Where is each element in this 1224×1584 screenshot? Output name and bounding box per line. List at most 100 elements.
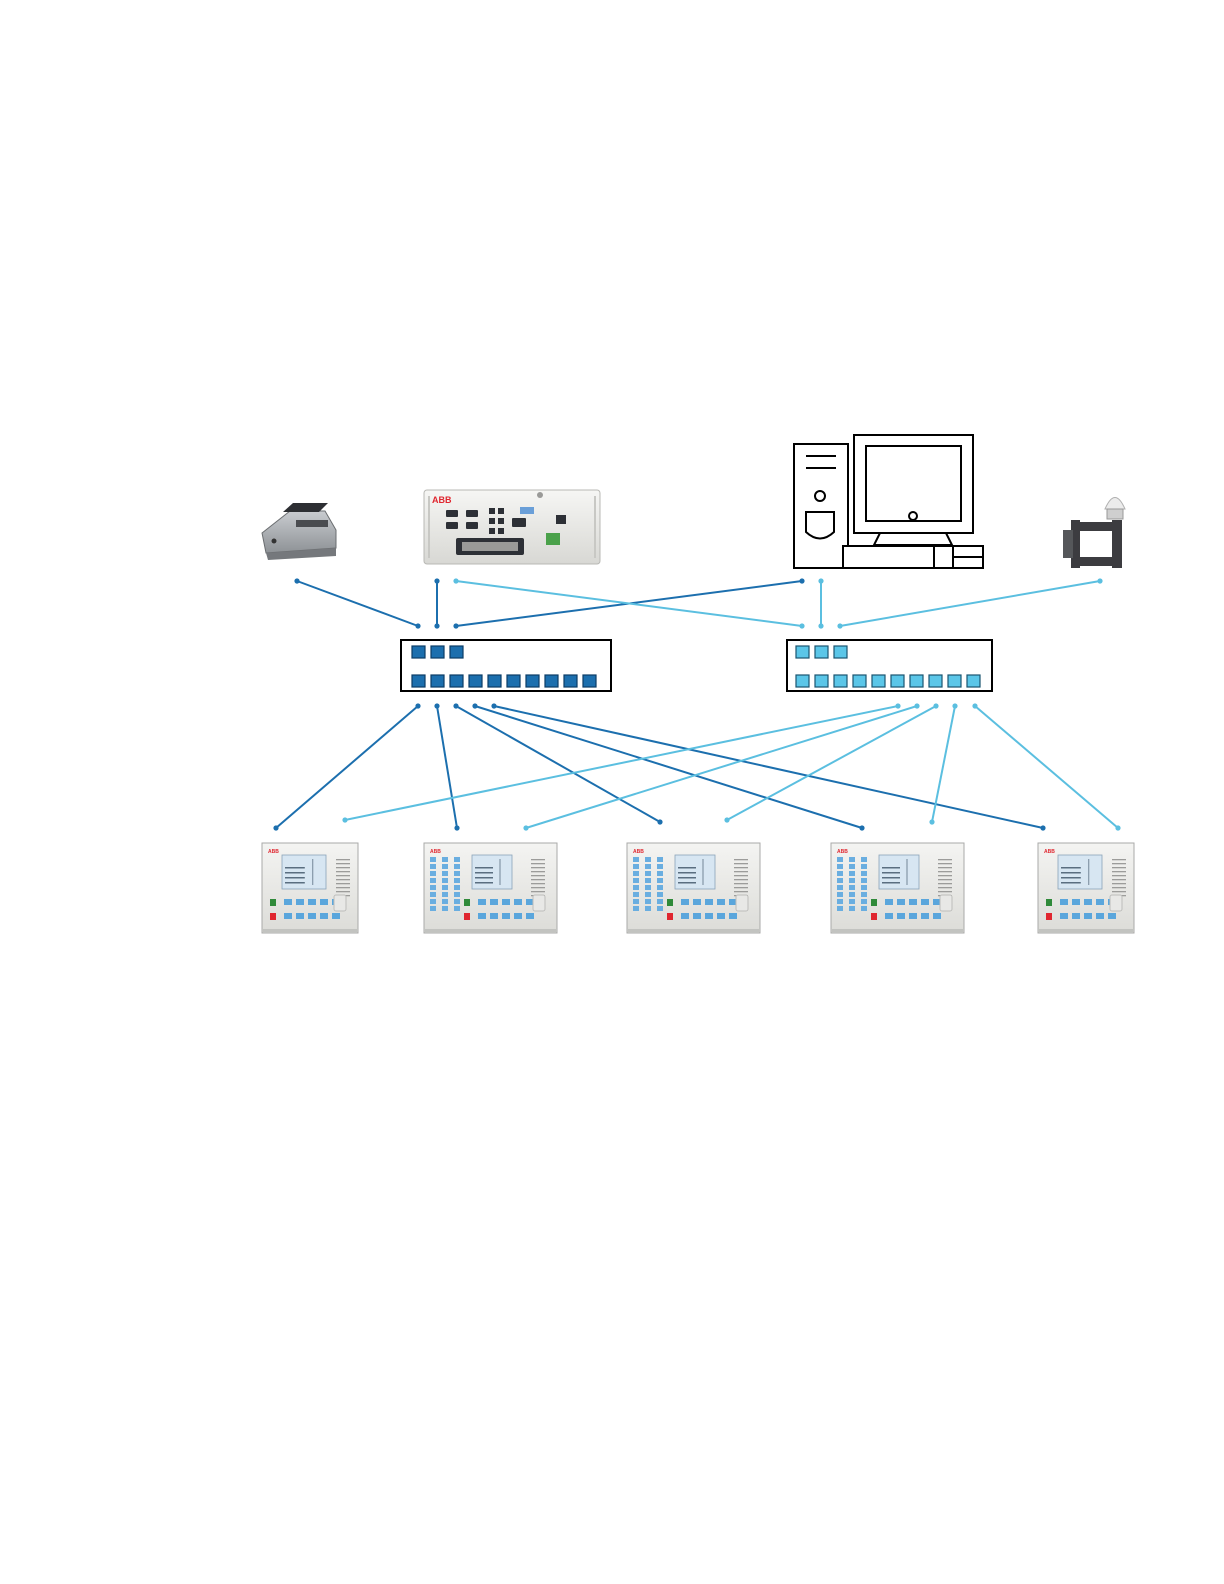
navigation-key xyxy=(308,899,316,905)
network-b-link-endpoint xyxy=(952,703,957,708)
network-a-link-endpoint xyxy=(1040,825,1045,830)
function-key xyxy=(861,906,867,911)
navigation-key xyxy=(490,913,498,919)
switch-a-downlink-port xyxy=(450,675,463,687)
switch-b-uplink-port xyxy=(796,646,809,658)
navigation-key xyxy=(705,913,713,919)
function-key xyxy=(861,899,867,904)
protection-relay-icon: ABB xyxy=(424,843,557,933)
switch-a-downlink-port xyxy=(469,675,482,687)
open-key xyxy=(1046,913,1052,920)
function-key xyxy=(633,857,639,862)
protection-relay-icon: ABB xyxy=(262,843,358,933)
protection-relay-icon: ABB xyxy=(831,843,964,933)
function-key xyxy=(849,857,855,862)
front-port xyxy=(736,895,748,911)
switch-b-downlink-port xyxy=(796,675,809,687)
switch-b-uplink-port xyxy=(815,646,828,658)
network-b-link-endpoint xyxy=(933,703,938,708)
abb-logo: ABB xyxy=(268,849,279,855)
close-key xyxy=(1046,899,1052,906)
switch-a-downlink-port xyxy=(488,675,501,687)
navigation-key xyxy=(320,913,328,919)
navigation-key xyxy=(478,899,486,905)
function-key xyxy=(633,878,639,883)
network-a-link-endpoint xyxy=(273,825,278,830)
function-key xyxy=(657,857,663,862)
network-b-link-endpoint xyxy=(972,703,977,708)
switch-b-uplink-port xyxy=(834,646,847,658)
network-b-link-endpoint xyxy=(342,817,347,822)
function-key xyxy=(861,885,867,890)
function-key xyxy=(442,899,448,904)
function-key xyxy=(849,885,855,890)
navigation-key xyxy=(1072,913,1080,919)
network-a-link-endpoint xyxy=(799,578,804,583)
network-b-link-endpoint xyxy=(818,623,823,628)
industrial-computer-icon: ABB xyxy=(424,490,600,564)
function-key xyxy=(837,857,843,862)
switch-b-downlink-port xyxy=(891,675,904,687)
navigation-key xyxy=(1096,899,1104,905)
function-key xyxy=(657,885,663,890)
function-key xyxy=(430,878,436,883)
function-key xyxy=(645,906,651,911)
network-a-link-endpoint xyxy=(434,578,439,583)
network-b-link-endpoint xyxy=(1097,578,1102,583)
gps-antenna-icon xyxy=(1063,498,1125,569)
function-key xyxy=(633,871,639,876)
function-key xyxy=(837,899,843,904)
navigation-key xyxy=(514,913,522,919)
function-key xyxy=(645,885,651,890)
function-key xyxy=(442,885,448,890)
navigation-key xyxy=(681,899,689,905)
navigation-key xyxy=(921,913,929,919)
function-key xyxy=(657,899,663,904)
function-key xyxy=(633,885,639,890)
switch-b-downlink-port xyxy=(815,675,828,687)
navigation-key xyxy=(897,899,905,905)
network-a-link-endpoint xyxy=(294,578,299,583)
function-key xyxy=(633,899,639,904)
network-b-link xyxy=(526,706,917,828)
navigation-key xyxy=(514,899,522,905)
function-key xyxy=(849,878,855,883)
function-key xyxy=(849,892,855,897)
function-key xyxy=(442,892,448,897)
navigation-key xyxy=(681,913,689,919)
front-port xyxy=(940,895,952,911)
network-a-link-endpoint xyxy=(415,703,420,708)
network-a-link xyxy=(494,706,1043,828)
function-key xyxy=(645,892,651,897)
open-key xyxy=(871,913,877,920)
front-port xyxy=(1110,895,1122,911)
network-a-link xyxy=(437,706,457,828)
function-key xyxy=(837,864,843,869)
function-key xyxy=(837,871,843,876)
navigation-key xyxy=(1072,899,1080,905)
navigation-key xyxy=(885,899,893,905)
function-key xyxy=(442,864,448,869)
function-key xyxy=(861,878,867,883)
function-key xyxy=(657,892,663,897)
function-key xyxy=(849,864,855,869)
function-key xyxy=(849,899,855,904)
close-key xyxy=(667,899,673,906)
function-key xyxy=(430,864,436,869)
function-key xyxy=(454,885,460,890)
navigation-key xyxy=(1084,913,1092,919)
network-b-link-endpoint xyxy=(523,825,528,830)
navigation-key xyxy=(1060,913,1068,919)
network-a-link-endpoint xyxy=(657,819,662,824)
network-b-link-endpoint xyxy=(929,819,934,824)
navigation-key xyxy=(705,899,713,905)
abb-logo: ABB xyxy=(1044,849,1055,855)
close-key xyxy=(270,899,276,906)
abb-logo: ABB xyxy=(430,849,441,855)
network-a-links xyxy=(273,578,1045,830)
function-key xyxy=(454,857,460,862)
function-key xyxy=(454,899,460,904)
function-key xyxy=(657,878,663,883)
network-a-link-endpoint xyxy=(434,623,439,628)
function-key xyxy=(657,871,663,876)
